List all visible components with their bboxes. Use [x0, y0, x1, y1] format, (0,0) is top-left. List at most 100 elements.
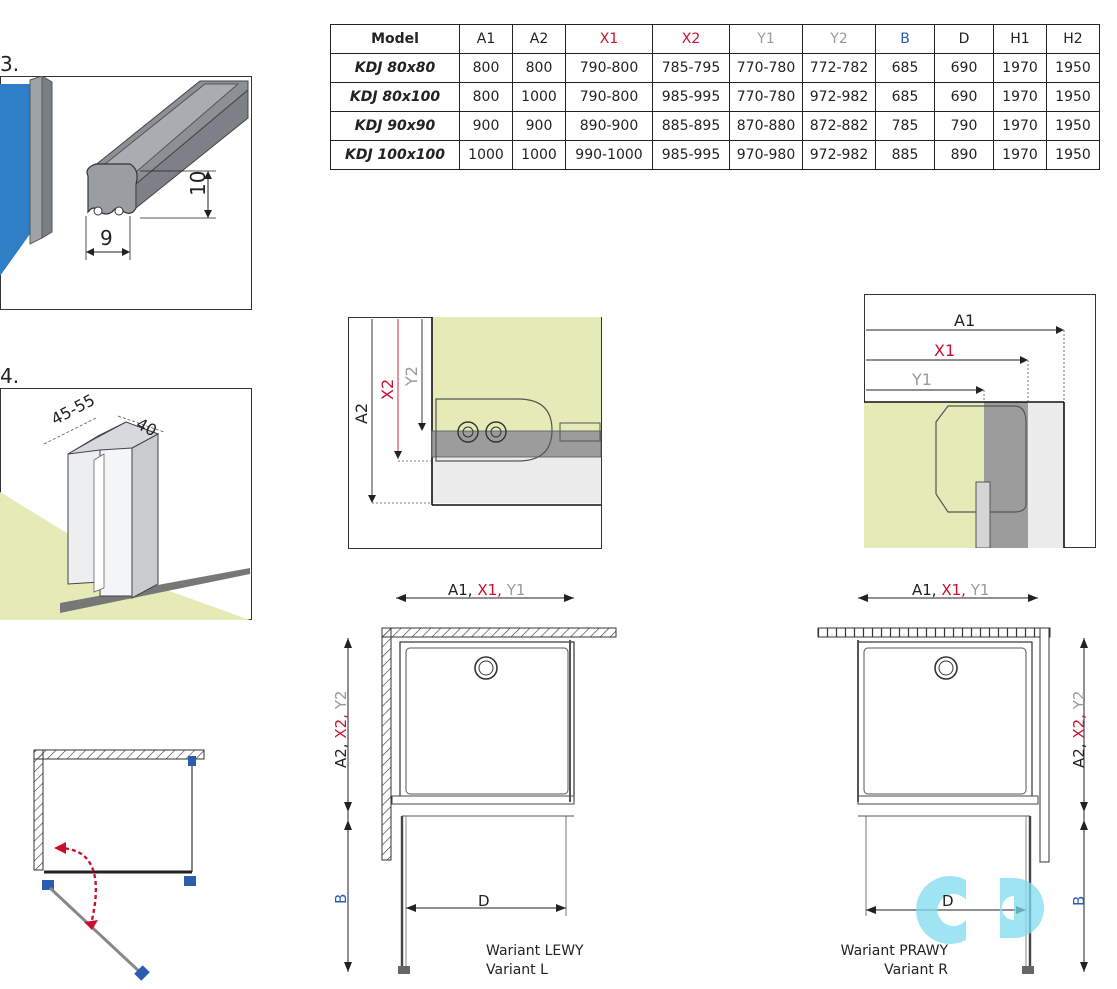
table-cell-model: KDJ 100x100	[330, 140, 460, 170]
table-cell: 800	[459, 53, 513, 83]
table-cell: 800	[459, 82, 513, 112]
table-cell: 972-982	[802, 140, 876, 170]
table-cell: 890-900	[565, 111, 653, 141]
table-cell: 685	[875, 82, 935, 112]
table-cell: 1950	[1046, 82, 1100, 112]
plan-right-a2: A2,	[1070, 743, 1088, 768]
header-y2: Y2	[802, 24, 876, 54]
table-cell: 690	[934, 82, 994, 112]
header-x1: X1	[565, 24, 653, 54]
detail-right-x1-label: X1	[934, 341, 956, 360]
plan-right-y2: Y2	[1070, 690, 1088, 710]
detail-right-y1-label: Y1	[912, 370, 932, 389]
table-cell: 790	[934, 111, 994, 141]
table-cell-model: KDJ 80x100	[330, 82, 460, 112]
door-swing-plan	[33, 749, 205, 981]
plan-left-x1: X1,	[477, 581, 502, 599]
step-3-number: 3.	[0, 52, 20, 76]
table-cell: 800	[512, 53, 566, 83]
table-cell: 972-982	[802, 82, 876, 112]
dimensions-table: Model A1 A2 X1 X2 Y1 Y2 B D H1 H2 KDJ 80…	[330, 24, 1100, 170]
table-cell: 1970	[993, 111, 1047, 141]
detail-right-section	[864, 294, 1096, 548]
plan-left-a1: A1,	[448, 581, 473, 599]
plan-left-variant-label: Wariant LEWY Variant L	[486, 942, 584, 980]
table-cell: 900	[512, 111, 566, 141]
step-4-illustration	[0, 388, 252, 620]
detail-left-a2-label: A2	[352, 402, 371, 424]
table-cell: 770-780	[729, 53, 803, 83]
plan-right-x1: X1,	[941, 581, 966, 599]
table-cell: 1950	[1046, 53, 1100, 83]
plan-left-variant	[344, 594, 617, 974]
step-3-illustration	[0, 76, 252, 310]
header-a1: A1	[459, 24, 513, 54]
detail-left-x2-label: X2	[378, 378, 397, 400]
table-cell: 970-980	[729, 140, 803, 170]
variant-left-line2: Variant L	[486, 962, 548, 978]
table-cell: 990-1000	[565, 140, 653, 170]
header-h2: H2	[1046, 24, 1100, 54]
table-cell: 1000	[512, 140, 566, 170]
table-cell: 1970	[993, 140, 1047, 170]
plan-left-a2: A2,	[332, 743, 350, 768]
detail-left-section	[348, 317, 602, 549]
header-b: B	[875, 24, 935, 54]
table-cell: 1950	[1046, 140, 1100, 170]
plan-left-y1: Y1	[506, 581, 526, 599]
plan-right-x2: X2,	[1070, 714, 1088, 739]
table-cell-model: KDJ 90x90	[330, 111, 460, 141]
plan-right-b-label: B	[1070, 895, 1088, 906]
header-h1: H1	[993, 24, 1047, 54]
table-cell: 1970	[993, 53, 1047, 83]
table-cell: 985-995	[652, 82, 730, 112]
brand-logo-icon	[916, 876, 1044, 944]
table-cell: 1970	[993, 82, 1047, 112]
table-cell: 770-780	[729, 82, 803, 112]
plan-left-b-label: B	[332, 893, 350, 904]
variant-right-line2: Variant R	[884, 962, 948, 978]
dim-10-label: 10	[186, 170, 210, 196]
table-cell: 772-782	[802, 53, 876, 83]
table-cell: 785-795	[652, 53, 730, 83]
table-header-row: Model A1 A2 X1 X2 Y1 Y2 B D H1 H2	[330, 24, 1100, 54]
plan-left-side-label: A2, X2, Y2	[332, 691, 350, 768]
plan-left-d-label: D	[478, 892, 490, 910]
plan-right-d-label: D	[942, 892, 954, 910]
header-model: Model	[330, 24, 460, 54]
table-cell: 785	[875, 111, 935, 141]
table-cell: 900	[459, 111, 513, 141]
plan-left-y2: Y2	[332, 690, 350, 710]
plan-left-top-label: A1, X1, Y1	[448, 581, 525, 599]
plan-right-variant-label: Wariant PRAWY Variant R	[828, 942, 948, 980]
table-cell: 985-995	[652, 140, 730, 170]
table-cell-model: KDJ 80x80	[330, 53, 460, 83]
detail-left-y2-label: Y2	[402, 366, 421, 386]
header-x2: X2	[652, 24, 730, 54]
plan-right-variant	[817, 594, 1088, 974]
table-cell: 1000	[512, 82, 566, 112]
step-4-number: 4.	[0, 364, 20, 388]
table-cell: 790-800	[565, 82, 653, 112]
table-cell: 1950	[1046, 111, 1100, 141]
swinging-door	[48, 886, 144, 976]
table-cell: 790-800	[565, 53, 653, 83]
table-cell: 685	[875, 53, 935, 83]
table-cell: 890	[934, 140, 994, 170]
dim-9-label: 9	[100, 226, 113, 250]
table-cell: 690	[934, 53, 994, 83]
plan-right-a1: A1,	[912, 581, 937, 599]
glass-panel	[0, 84, 30, 276]
table-cell: 1000	[459, 140, 513, 170]
table-cell: 870-880	[729, 111, 803, 141]
table-cell: 885-895	[652, 111, 730, 141]
swing-arrow-icon	[57, 846, 98, 921]
table-cell: 872-882	[802, 111, 876, 141]
detail-right-a1-label: A1	[954, 311, 976, 330]
table-cell: 885	[875, 140, 935, 170]
plan-right-side-label: A2, X2, Y2	[1070, 691, 1088, 768]
header-a2: A2	[512, 24, 566, 54]
